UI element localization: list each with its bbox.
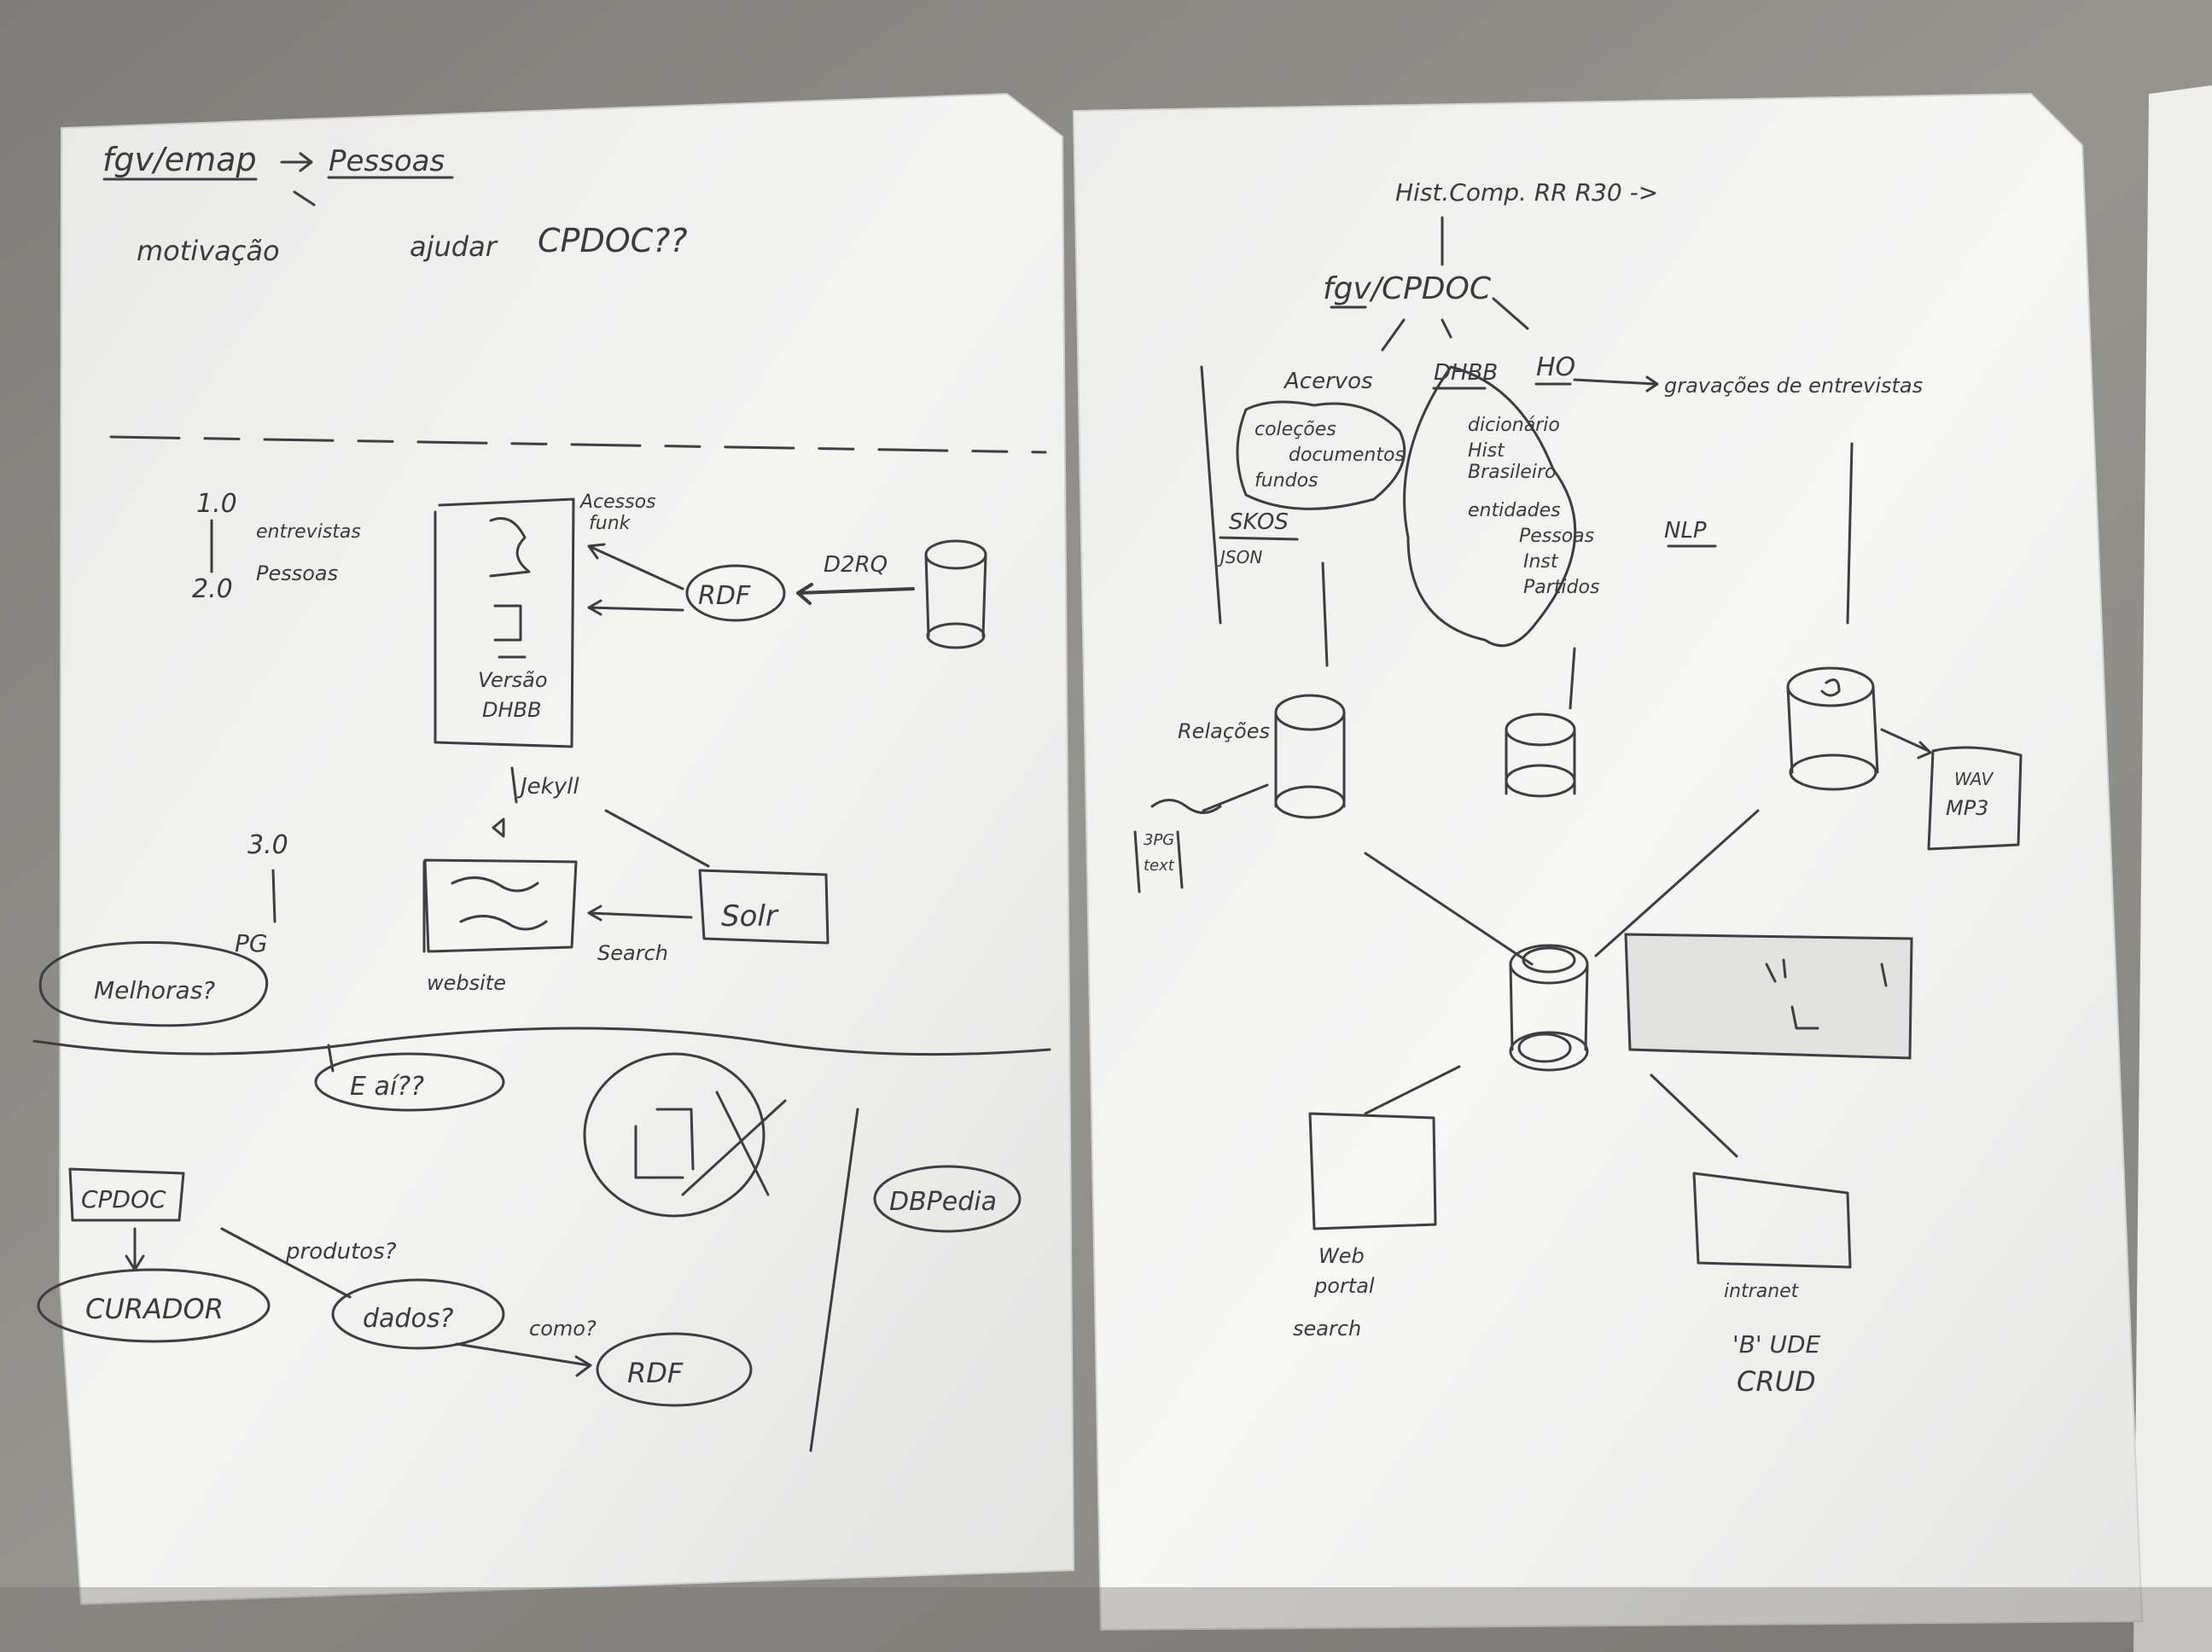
- version-3-0: 3.0: [247, 830, 288, 860]
- db-label-dhbb: DHBB: [482, 698, 541, 722]
- dhbb-item-3: Brasileiro: [1468, 462, 1556, 483]
- jekyll-label: Jekyll: [516, 774, 579, 800]
- acervos-label: Acervos: [1283, 369, 1373, 394]
- header-motivacao: motivação: [137, 235, 280, 267]
- solr-label: Solr: [721, 899, 779, 934]
- crossed-out-sketch: [583, 1052, 787, 1218]
- pg-label: PG: [235, 929, 268, 957]
- curador-label: CURADOR: [85, 1293, 224, 1325]
- web-label-1: Web: [1318, 1244, 1365, 1268]
- funk-label: funk: [589, 513, 632, 534]
- crud-label-1: 'B' UDE: [1732, 1330, 1821, 1358]
- como-label: como?: [529, 1317, 597, 1341]
- dbpedia-label: DBPedia: [889, 1187, 997, 1217]
- dhbb-sub-1: entidades: [1468, 500, 1561, 521]
- right-sheet-sketch: Hist.Comp. RR R30 -> fgv/CPDOC Acervos c…: [1133, 178, 2023, 1398]
- dados-label: dados?: [363, 1304, 453, 1334]
- cpdoc-label: CPDOC: [81, 1185, 166, 1213]
- right-sheet: [1072, 92, 2144, 1632]
- header-ajudar: ajudar: [410, 230, 498, 263]
- cylinder-ho: [1786, 666, 1879, 791]
- rdf-label: RDF: [698, 581, 751, 611]
- rdf-node: [685, 564, 786, 622]
- header-cpdoc: CPDOC??: [538, 222, 688, 259]
- cylinder-relacoes: [1274, 694, 1346, 819]
- third-sheet-edge: [2133, 85, 2212, 1652]
- produtos-label: produtos?: [285, 1239, 397, 1265]
- version-1-0-note: entrevistas: [256, 521, 361, 543]
- d2rq-label: D2RQ: [824, 552, 888, 578]
- dhbb-sub-4: Partidos: [1523, 577, 1599, 598]
- rdf2-label: RDF: [627, 1357, 684, 1389]
- ho-label: HO: [1536, 352, 1575, 382]
- dhbb-item-2: Hist: [1468, 440, 1505, 462]
- left-small-1: 3PG: [1144, 831, 1174, 849]
- intranet-label: intranet: [1724, 1281, 1800, 1302]
- web-label-2: portal: [1313, 1274, 1375, 1298]
- e-ai-label: E aí??: [350, 1072, 424, 1102]
- left-sheet-sketch: fgv/emap Pessoas motivação ajudar CPDOC?…: [32, 141, 1051, 1452]
- crud-label-2: CRUD: [1737, 1365, 1816, 1398]
- dhbb-item-1: dicionário: [1468, 415, 1560, 436]
- skos-label: SKOS: [1229, 509, 1289, 535]
- relacoes-label: Relações: [1178, 719, 1270, 743]
- dhbb-sub-3: Inst: [1523, 551, 1559, 573]
- nlp-label: NLP: [1664, 518, 1707, 544]
- database-cylinder-left: [924, 539, 987, 649]
- central-database: [1509, 944, 1589, 1072]
- ho-note: gravações de entrevistas: [1664, 374, 1923, 398]
- root-label: fgv/CPDOC: [1323, 271, 1492, 306]
- web-label-3: search: [1293, 1317, 1361, 1341]
- header-pessoas: Pessoas: [329, 144, 445, 178]
- search-label: Search: [597, 941, 668, 965]
- left-small-2: text: [1144, 857, 1175, 875]
- header-fgv: fgv/emap: [102, 141, 257, 178]
- shaded-box: [1624, 933, 1913, 1060]
- access-label: Acessos: [579, 492, 656, 513]
- cylinder-dhbb: [1505, 713, 1576, 798]
- left-sheet: [58, 92, 1075, 1606]
- version-2-0-note: Pessoas: [256, 561, 338, 585]
- bottom-shadow: [0, 1587, 2212, 1652]
- mp3-label: MP3: [1946, 796, 1988, 820]
- top-note: Hist.Comp. RR R30 ->: [1395, 178, 1658, 206]
- acervos-item-2: documentos: [1289, 445, 1405, 466]
- skos-sub: JSON: [1217, 547, 1262, 567]
- version-2-0: 2.0: [192, 574, 233, 604]
- acervos-item-1: coleções: [1254, 419, 1336, 440]
- acervos-item-3: fundos: [1254, 470, 1318, 492]
- melhoras-label: Melhoras?: [94, 976, 215, 1004]
- wav-label: WAV: [1954, 769, 1994, 789]
- dhbb-sub-2: Pessoas: [1519, 526, 1594, 547]
- version-1-0: 1.0: [196, 489, 237, 519]
- website-label: website: [427, 971, 506, 995]
- db-label-versao: Versão: [478, 668, 548, 692]
